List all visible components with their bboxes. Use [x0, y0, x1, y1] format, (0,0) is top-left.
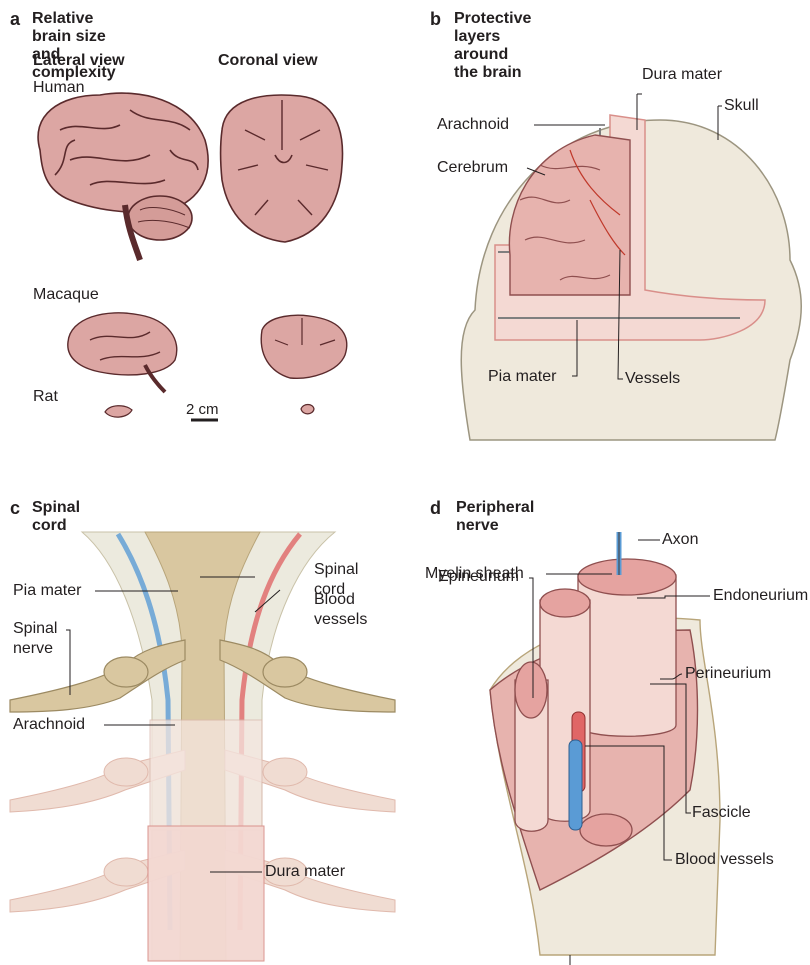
label-blood-vessels-d: Blood vessels — [675, 851, 774, 869]
label-fascicle: Fascicle — [692, 804, 751, 822]
label-axon: Axon — [662, 531, 698, 549]
label-perineurium: Perineurium — [685, 665, 771, 683]
label-epineurium: Epineurium — [438, 568, 519, 586]
label-endoneurium: Endoneurium — [713, 587, 808, 605]
